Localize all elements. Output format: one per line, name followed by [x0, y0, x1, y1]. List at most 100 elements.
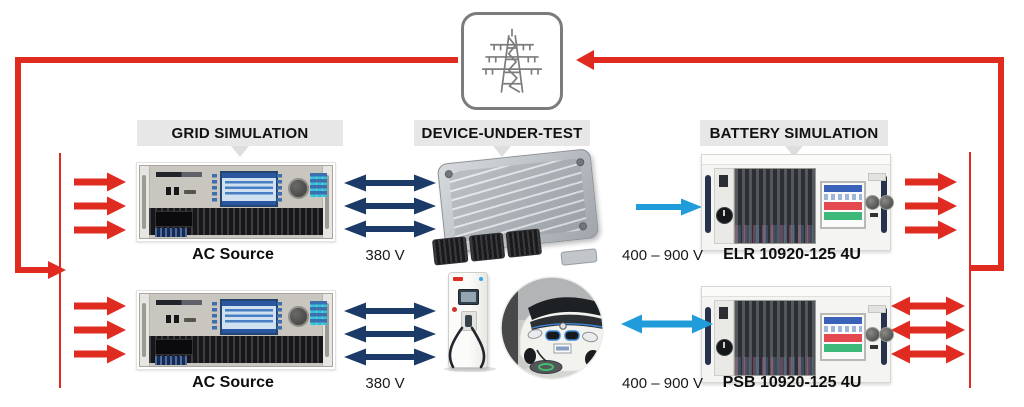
rack-handle: [705, 175, 711, 233]
dc-connector: [719, 307, 728, 319]
screw-icon: [578, 221, 588, 231]
ventilation-grille: [149, 208, 323, 237]
ventilation-grille: [149, 336, 323, 365]
ac-380v-arrows-bottom: [344, 302, 436, 366]
rotary-knob: [865, 327, 880, 342]
card-slot: [184, 190, 196, 194]
red-bidirectional-arrow-icon: [891, 320, 965, 340]
red-right-arrow-icon: [74, 220, 126, 240]
dc-400-900v-arrow-top: [636, 197, 702, 222]
status-led: [479, 277, 483, 281]
rack-ear: [322, 294, 332, 366]
charging-plug: [465, 315, 472, 327]
stop-button: [452, 307, 457, 312]
charger-pillar: [448, 272, 488, 368]
red-right-arrow-icon: [74, 196, 126, 216]
charging-cables: [448, 326, 486, 369]
header-pointer: [785, 146, 803, 157]
terminal-block: [155, 356, 187, 365]
softkey-column: [277, 302, 282, 330]
header-pointer: [493, 146, 511, 157]
grid-feed-arrowhead: [48, 261, 66, 279]
red-right-arrow-icon: [905, 196, 957, 216]
section-header-label: BATTERY SIMULATION: [709, 124, 879, 142]
dark-blue-bidirectional-arrow-icon: [344, 325, 436, 343]
softkey-column: [212, 302, 217, 330]
power-switch-knob: [716, 339, 733, 356]
red-right-arrow-icon: [74, 320, 126, 340]
voltage-label-380v-bottom: 380 V: [365, 375, 405, 392]
ventilation-grille: [734, 300, 816, 376]
rotary-knob: [879, 195, 894, 210]
softkey-column: [277, 174, 282, 202]
electric-car-illustration: [500, 276, 604, 380]
section-header-label: GRID SIMULATION: [171, 124, 309, 142]
voltage-label-380v-top: 380 V: [365, 247, 405, 264]
rotary-knob: [288, 178, 309, 199]
dark-blue-bidirectional-arrow-icon: [344, 348, 436, 366]
device-top-lid: [702, 155, 890, 165]
device-label-ac-source-bottom: AC Source: [192, 374, 274, 391]
grid-to-acsource-arrows-bottom: [74, 296, 126, 364]
ecu-control-unit-image: [425, 146, 603, 266]
light-blue-bidirectional-arrow-icon: [621, 314, 713, 334]
elr-device: [701, 154, 894, 251]
softkey-column: [212, 174, 217, 202]
grid-return-arrowhead: [576, 50, 594, 70]
keypad: [310, 173, 327, 197]
terminal-block: [155, 228, 187, 237]
device-top-lid: [702, 287, 890, 297]
red-right-arrow-icon: [905, 172, 957, 192]
rack-handle: [705, 307, 711, 365]
card-slot: [184, 318, 196, 322]
elr-to-grid-arrows: [905, 172, 957, 240]
red-right-arrow-icon: [905, 220, 957, 240]
transmission-tower-icon: [461, 12, 563, 110]
ecu-connector: [468, 232, 506, 262]
grid-return-wire: [592, 57, 1004, 271]
lcd-screen: [220, 171, 278, 207]
plug-holster: [461, 311, 477, 331]
voltage-label-400-900v-top: 400 – 900 V: [622, 247, 703, 264]
usb-port: [870, 213, 878, 217]
inlet-module: [155, 211, 193, 227]
rotary-knob: [879, 327, 894, 342]
ventilation-grille: [734, 168, 816, 244]
rotary-knob: [865, 195, 880, 210]
rotary-knob: [288, 306, 309, 327]
psb-grid-bidirectional-arrows: [891, 296, 965, 364]
electric-car-photo-circle: [500, 276, 604, 380]
dark-blue-bidirectional-arrow-icon: [344, 197, 436, 215]
voltage-label-400-900v-bottom: 400 – 900 V: [622, 375, 703, 392]
section-header-battery-simulation: BATTERY SIMULATION: [700, 120, 888, 157]
rack-handle: [325, 302, 329, 358]
section-header-grid-simulation: GRID SIMULATION: [137, 120, 343, 157]
ground-shadow: [444, 366, 496, 372]
ecu-connector: [505, 228, 543, 258]
inlet-module: [155, 339, 193, 355]
rack-handle: [325, 174, 329, 230]
header-pointer: [231, 146, 249, 157]
device-label-elr: ELR 10920-125 4U: [723, 246, 861, 263]
usb-ports: [166, 187, 180, 195]
ecu-mounting-tab: [560, 248, 598, 266]
device-label-psb: PSB 10920-125 4U: [722, 374, 862, 391]
model-badge: [868, 305, 886, 313]
power-switch-knob: [716, 207, 733, 224]
section-header-device-under-test: DEVICE-UNDER-TEST: [414, 120, 590, 157]
dark-blue-bidirectional-arrow-icon: [344, 302, 436, 320]
light-blue-right-arrow-icon: [636, 198, 702, 216]
dc-400-900v-arrow-bottom: [621, 314, 713, 339]
rack-handle: [142, 174, 146, 230]
ecu-connector: [431, 236, 469, 266]
usb-ports: [166, 315, 180, 323]
brand-logo-strip: [156, 172, 202, 177]
rack-ear: [322, 166, 332, 238]
connector-subpanel: [714, 300, 734, 376]
device-label-ac-source-top: AC Source: [192, 246, 274, 263]
abb-logo: [453, 277, 463, 281]
red-right-arrow-icon: [74, 172, 126, 192]
ac-380v-arrows-top: [344, 174, 436, 238]
rack-ear: [140, 166, 150, 238]
